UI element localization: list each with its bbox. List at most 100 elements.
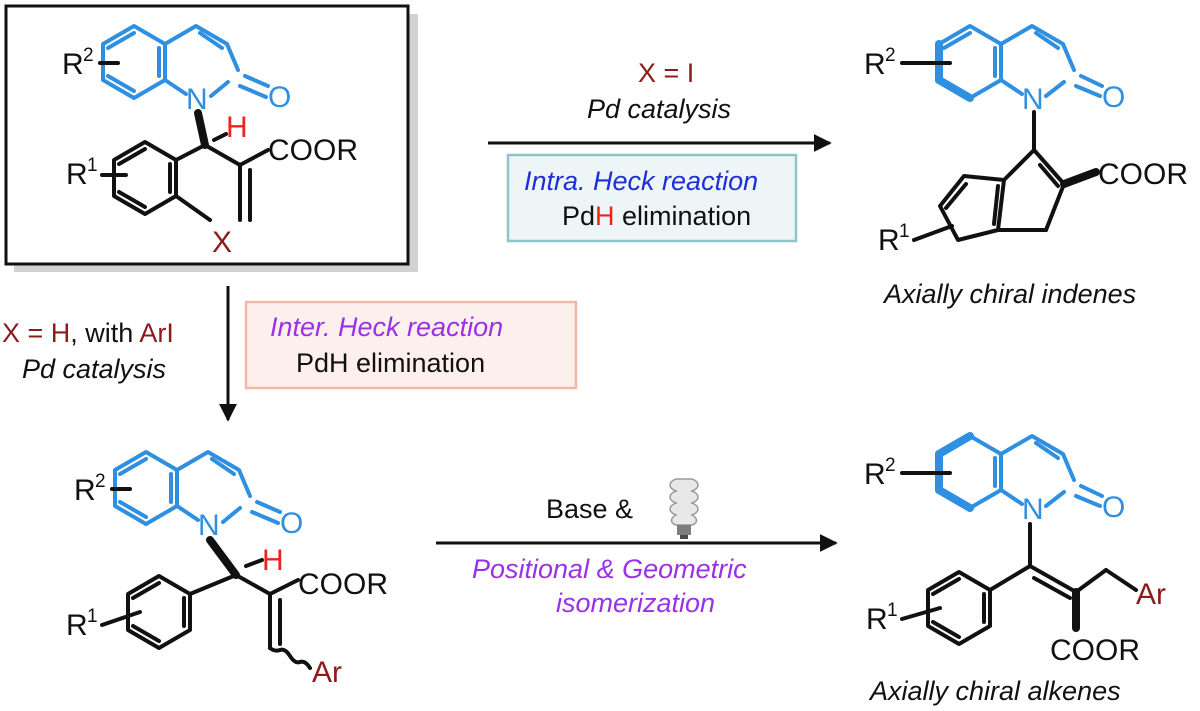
atom-r2-superscript: 2 [885, 45, 896, 66]
atom-o: O [1102, 81, 1125, 114]
aromatic-double-bond [992, 184, 1000, 226]
bottom-reagent: Base & [546, 494, 633, 524]
indene-bond [1002, 148, 1036, 182]
alkene-double-bond [1034, 31, 1060, 50]
atom-h: H [262, 544, 284, 577]
pyridinone-ring-bonds [999, 434, 1076, 482]
atom-r2-superscript: 2 [83, 45, 94, 66]
alkenes-label: Axially chiral alkenes [868, 676, 1121, 706]
aromatic-double-bond [931, 620, 961, 639]
n-bond [175, 504, 200, 522]
top-reaction: X = I Pd catalysis Intra. Heck reaction … [488, 58, 832, 243]
n-co-bond [221, 506, 242, 524]
aromatic-double-bond [131, 581, 161, 600]
wedge-bond [206, 536, 240, 579]
indene-product: N O R 2 COOR R 1 Axially chiral indenes [864, 24, 1188, 309]
n-co-bond [209, 80, 230, 98]
aromatic-double-bond [131, 624, 161, 643]
aromatic-double-bond [118, 457, 148, 476]
atom-n: N [1022, 83, 1044, 116]
atom-ar: Ar [1136, 578, 1166, 611]
pyridinone-ring-bonds [175, 450, 252, 498]
carbonyl-bond [1074, 494, 1102, 508]
heck-intermediate: N O R 2 H COOR Ar R 1 [66, 450, 388, 689]
hash-bond [244, 558, 264, 568]
aromatic-double-bond [117, 147, 147, 166]
wavy-bond [268, 646, 312, 670]
bond [234, 573, 272, 596]
bold-axis-bond [935, 432, 974, 458]
aromatic-double-bond [118, 500, 148, 519]
bold-axis-bond [935, 486, 974, 512]
indenes-label: Axially chiral indenes [882, 279, 1136, 309]
alkene-double-bond [1034, 441, 1060, 460]
substrate-box-frame [4, 4, 410, 266]
atom-n: N [186, 83, 208, 116]
atom-r1-superscript: 1 [87, 155, 98, 176]
bottom-line2: isomerization [556, 588, 715, 618]
aryl-ring [126, 574, 192, 650]
atom-n: N [1022, 493, 1044, 526]
carbonyl-bond [1074, 84, 1102, 98]
bond [238, 148, 270, 167]
atom-r2: R [864, 458, 886, 491]
top-condition-x: X = I [638, 58, 694, 88]
c-coor-bond [1060, 168, 1100, 188]
atom-r2: R [62, 48, 84, 81]
aryl-ring [926, 570, 992, 646]
light-bulb-icon [669, 478, 699, 539]
atom-coor: COOR [1098, 158, 1188, 191]
top-box-line1: Intra. Heck reaction [524, 166, 758, 196]
atom-o: O [1102, 491, 1125, 524]
r1-bond [100, 610, 142, 627]
down-condition: X = H, with ArI [2, 318, 174, 348]
atom-r1: R [66, 158, 88, 191]
bond [988, 564, 1032, 592]
down-catalysis: Pd catalysis [22, 354, 166, 384]
aromatic-double-bond [106, 31, 136, 50]
atom-coor: COOR [268, 134, 358, 167]
atom-r2-superscript: 2 [95, 471, 106, 492]
bond [188, 573, 238, 596]
indene-benzo-ring [938, 174, 1006, 242]
n-co-bond [1044, 80, 1066, 98]
bottom-reaction: Base & Positional & Geometric isomerizat… [436, 478, 838, 618]
substrate-box [4, 4, 418, 272]
aromatic-double-bond [106, 74, 136, 93]
carbonyl-bond [238, 84, 268, 99]
down-condition-box [244, 300, 578, 390]
carbonyl-bond [250, 510, 280, 525]
aromatic-double-bond [944, 182, 968, 210]
bottom-line1: Positional & Geometric [472, 554, 747, 584]
atom-r1: R [878, 224, 900, 257]
atom-x: X [212, 226, 232, 259]
aromatic-double-bond [931, 577, 961, 596]
n-bond [999, 488, 1024, 506]
alkene-double-bond [198, 31, 224, 50]
ch2-bond [1074, 568, 1108, 594]
down-reaction: X = H, with ArI Pd catalysis Inter. Heck… [2, 286, 578, 422]
r1-bond [912, 224, 954, 242]
atom-r2: R [74, 474, 96, 507]
n-co-bond [1044, 490, 1066, 508]
atom-r1: R [66, 609, 88, 642]
pyridinone-ring-bonds [163, 24, 240, 72]
alkene-bond [1028, 564, 1078, 594]
aromatic-double-bond [942, 31, 972, 50]
indene-double-bond [1032, 148, 1066, 186]
carbonyl-double-bond [1079, 484, 1104, 498]
atom-ar: Ar [312, 656, 342, 689]
atom-h: H [226, 111, 248, 144]
hash-bond [212, 132, 228, 142]
down-box-line1: Inter. Heck reaction [270, 312, 503, 342]
carbonyl-double-bond [1079, 74, 1104, 88]
alkene-double-bond [1032, 576, 1072, 600]
atom-r1-superscript: 1 [887, 600, 898, 621]
ch2-ar-bond [1104, 568, 1138, 592]
top-box-line2: PdH elimination [562, 201, 751, 231]
atom-r1-superscript: 1 [87, 606, 98, 627]
carbonyl-double-bond [255, 500, 282, 514]
r1-bond [900, 606, 942, 621]
down-box-line2: PdH elimination [296, 348, 485, 378]
